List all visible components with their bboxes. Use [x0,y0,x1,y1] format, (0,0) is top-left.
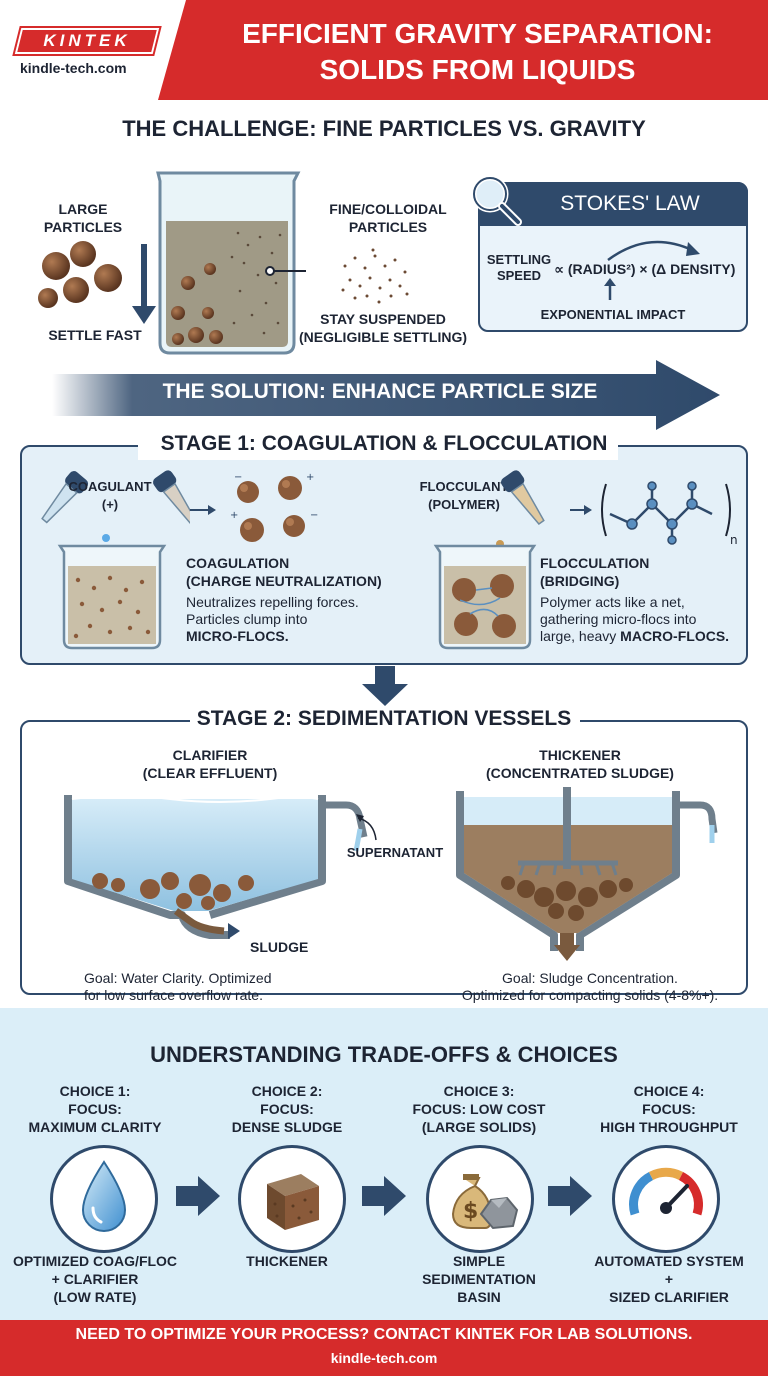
svg-text:−: − [310,510,318,521]
choice1-description: OPTIMIZED COAG/FLOC + CLARIFIER (LOW RAT… [12,1253,178,1305]
choice4-title: CHOICE 4: FOCUS: HIGH THROUGHPUT [600,1083,738,1135]
money-bag-icon: $ [451,1174,519,1230]
stage1-title-backdrop [138,432,618,460]
flocculant-dropper-icon [496,470,545,548]
flocculation-desc-bold: MACRO-FLOCS. [620,628,730,644]
fine-particles-graphic [341,248,409,304]
polymer-subscript: n [730,533,738,547]
gauge-icon [629,1167,703,1216]
clarifier-vessel [64,795,368,939]
solution-title: THE SOLUTION: ENHANCE PARTICLE SIZE [162,380,598,403]
supernatant-label: SUPERNATANT [346,845,444,860]
money-symbol: $ [463,1199,478,1224]
chevron-right-icon [362,1176,406,1216]
choice1-circle [50,1145,158,1253]
large-particles-graphic [38,241,156,324]
choice2-description: THICKENER [246,1253,328,1269]
settling-speed-label: SETTLING SPEED [486,252,552,283]
solution-arrow [52,360,720,430]
flocculation-desc-line1: Polymer acts like a net, [540,594,685,610]
down-arrow-icon [362,666,408,706]
fine-particles-label: FINE/COLLOIDAL PARTICLES [329,201,447,235]
stokes-arrows [604,240,700,300]
brand-url[interactable]: kindle-tech.com [20,60,127,76]
sludge-label: SLUDGE [250,939,309,955]
chevron-right-icon [548,1176,592,1216]
coagulation-description: Neutralizes repelling forces. Particles … [186,594,396,645]
sludge-cube-icon [267,1174,319,1230]
coagulation-title: COAGULATION (CHARGE NEUTRALIZATION) [186,555,382,589]
stokes-formula: ∝ (RADIUS²) × (Δ DENSITY) [554,261,736,277]
tradeoffs-title: UNDERSTANDING TRADE-OFFS & CHOICES [150,1042,618,1067]
flocculation-beaker [433,544,537,650]
choice4-description: AUTOMATED SYSTEM + SIZED CLARIFIER [594,1253,744,1305]
supernatant-pointer-arrow [356,814,377,841]
title-band [158,0,768,100]
clarifier-goal: Goal: Water Clarity. Optimized for low s… [84,970,272,1003]
flocculation-title: FLOCCULATION (BRIDGING) [540,555,650,589]
flocculation-desc-line3-text: large, heavy [540,628,621,644]
water-drop-icon [81,1160,127,1232]
coagulation-desc-line2: Particles clump into [186,611,308,627]
stage1-title: STAGE 1: COAGULATION & FLOCCULATION [160,432,608,455]
choice3-title: CHOICE 3: FOCUS: LOW COST (LARGE SOLIDS) [412,1083,546,1135]
polymer-chain-graphic: n [570,481,738,547]
clarifier-title: CLARIFIER (CLEAR EFFLUENT) [142,747,278,781]
header: KINTEK kindle-tech.com EFFICIENT GRAVITY… [0,0,768,100]
challenge-title: THE CHALLENGE: FINE PARTICLES VS. GRAVIT… [122,116,646,141]
page-title-line1: EFFICIENT GRAVITY SEPARATION: [242,18,713,49]
coagulant-label: COAGULANT (+) [68,479,152,512]
svg-text:+: + [230,510,238,521]
large-particles-label: LARGE PARTICLES [43,201,123,235]
stage2-title-backdrop [190,707,580,735]
thickener-goal: Goal: Sludge Concentration. Optimized fo… [461,970,719,1003]
stage2-title: STAGE 2: SEDIMENTATION VESSELS [196,707,572,730]
coagulant-droppers-icon [41,470,190,542]
magnifier-icon [471,175,522,226]
svg-text:+: + [306,472,314,483]
stay-suspended-label: STAY SUSPENDED (NEGLIGIBLE SETTLING) [299,311,467,345]
footer-bar [0,1320,768,1376]
flocculation-desc-line2: gathering micro-flocs into [540,611,697,627]
page-title-line2: SOLIDS FROM LIQUIDS [319,54,636,85]
choice3-description: SIMPLE SEDIMENTATION BASIN [422,1253,536,1305]
thickener-title: THICKENER (CONCENTRATED SLUDGE) [486,747,674,781]
coagulation-desc-line1: Neutralizes repelling forces. [186,594,359,610]
thickener-vessel [456,787,718,961]
flocculant-label: FLOCCULANT (POLYMER) [419,479,509,512]
chevron-right-icon [176,1176,220,1216]
stokes-law-header [478,182,748,226]
settle-fast-label: SETTLE FAST [48,327,142,343]
choice4-circle [612,1145,720,1253]
choice2-title: CHOICE 2: FOCUS: DENSE SLUDGE [231,1083,343,1135]
exponential-impact-label: EXPONENTIAL IMPACT [540,307,686,322]
svg-text:−: − [234,472,242,483]
choice1-title: CHOICE 1: FOCUS: MAXIMUM CLARITY [28,1083,162,1135]
flocculation-description: Polymer acts like a net, gathering micro… [540,594,745,645]
coagulation-beaker [57,544,167,650]
stokes-law-title: STOKES' LAW [560,192,700,215]
choice2-circle [238,1145,346,1253]
micro-flocs-graphic: − + + − [190,472,318,542]
logo-text: KINTEK [43,31,131,50]
challenge-beaker [156,171,306,355]
choice3-circle: $ [426,1145,534,1253]
flocculation-desc-line3: large, heavy MACRO-FLOCS. [540,628,745,645]
coagulation-desc-bold: MICRO-FLOCS. [186,628,289,644]
footer-url[interactable]: kindle-tech.com [330,1350,438,1366]
footer-cta[interactable]: NEED TO OPTIMIZE YOUR PROCESS? CONTACT K… [75,1326,693,1343]
